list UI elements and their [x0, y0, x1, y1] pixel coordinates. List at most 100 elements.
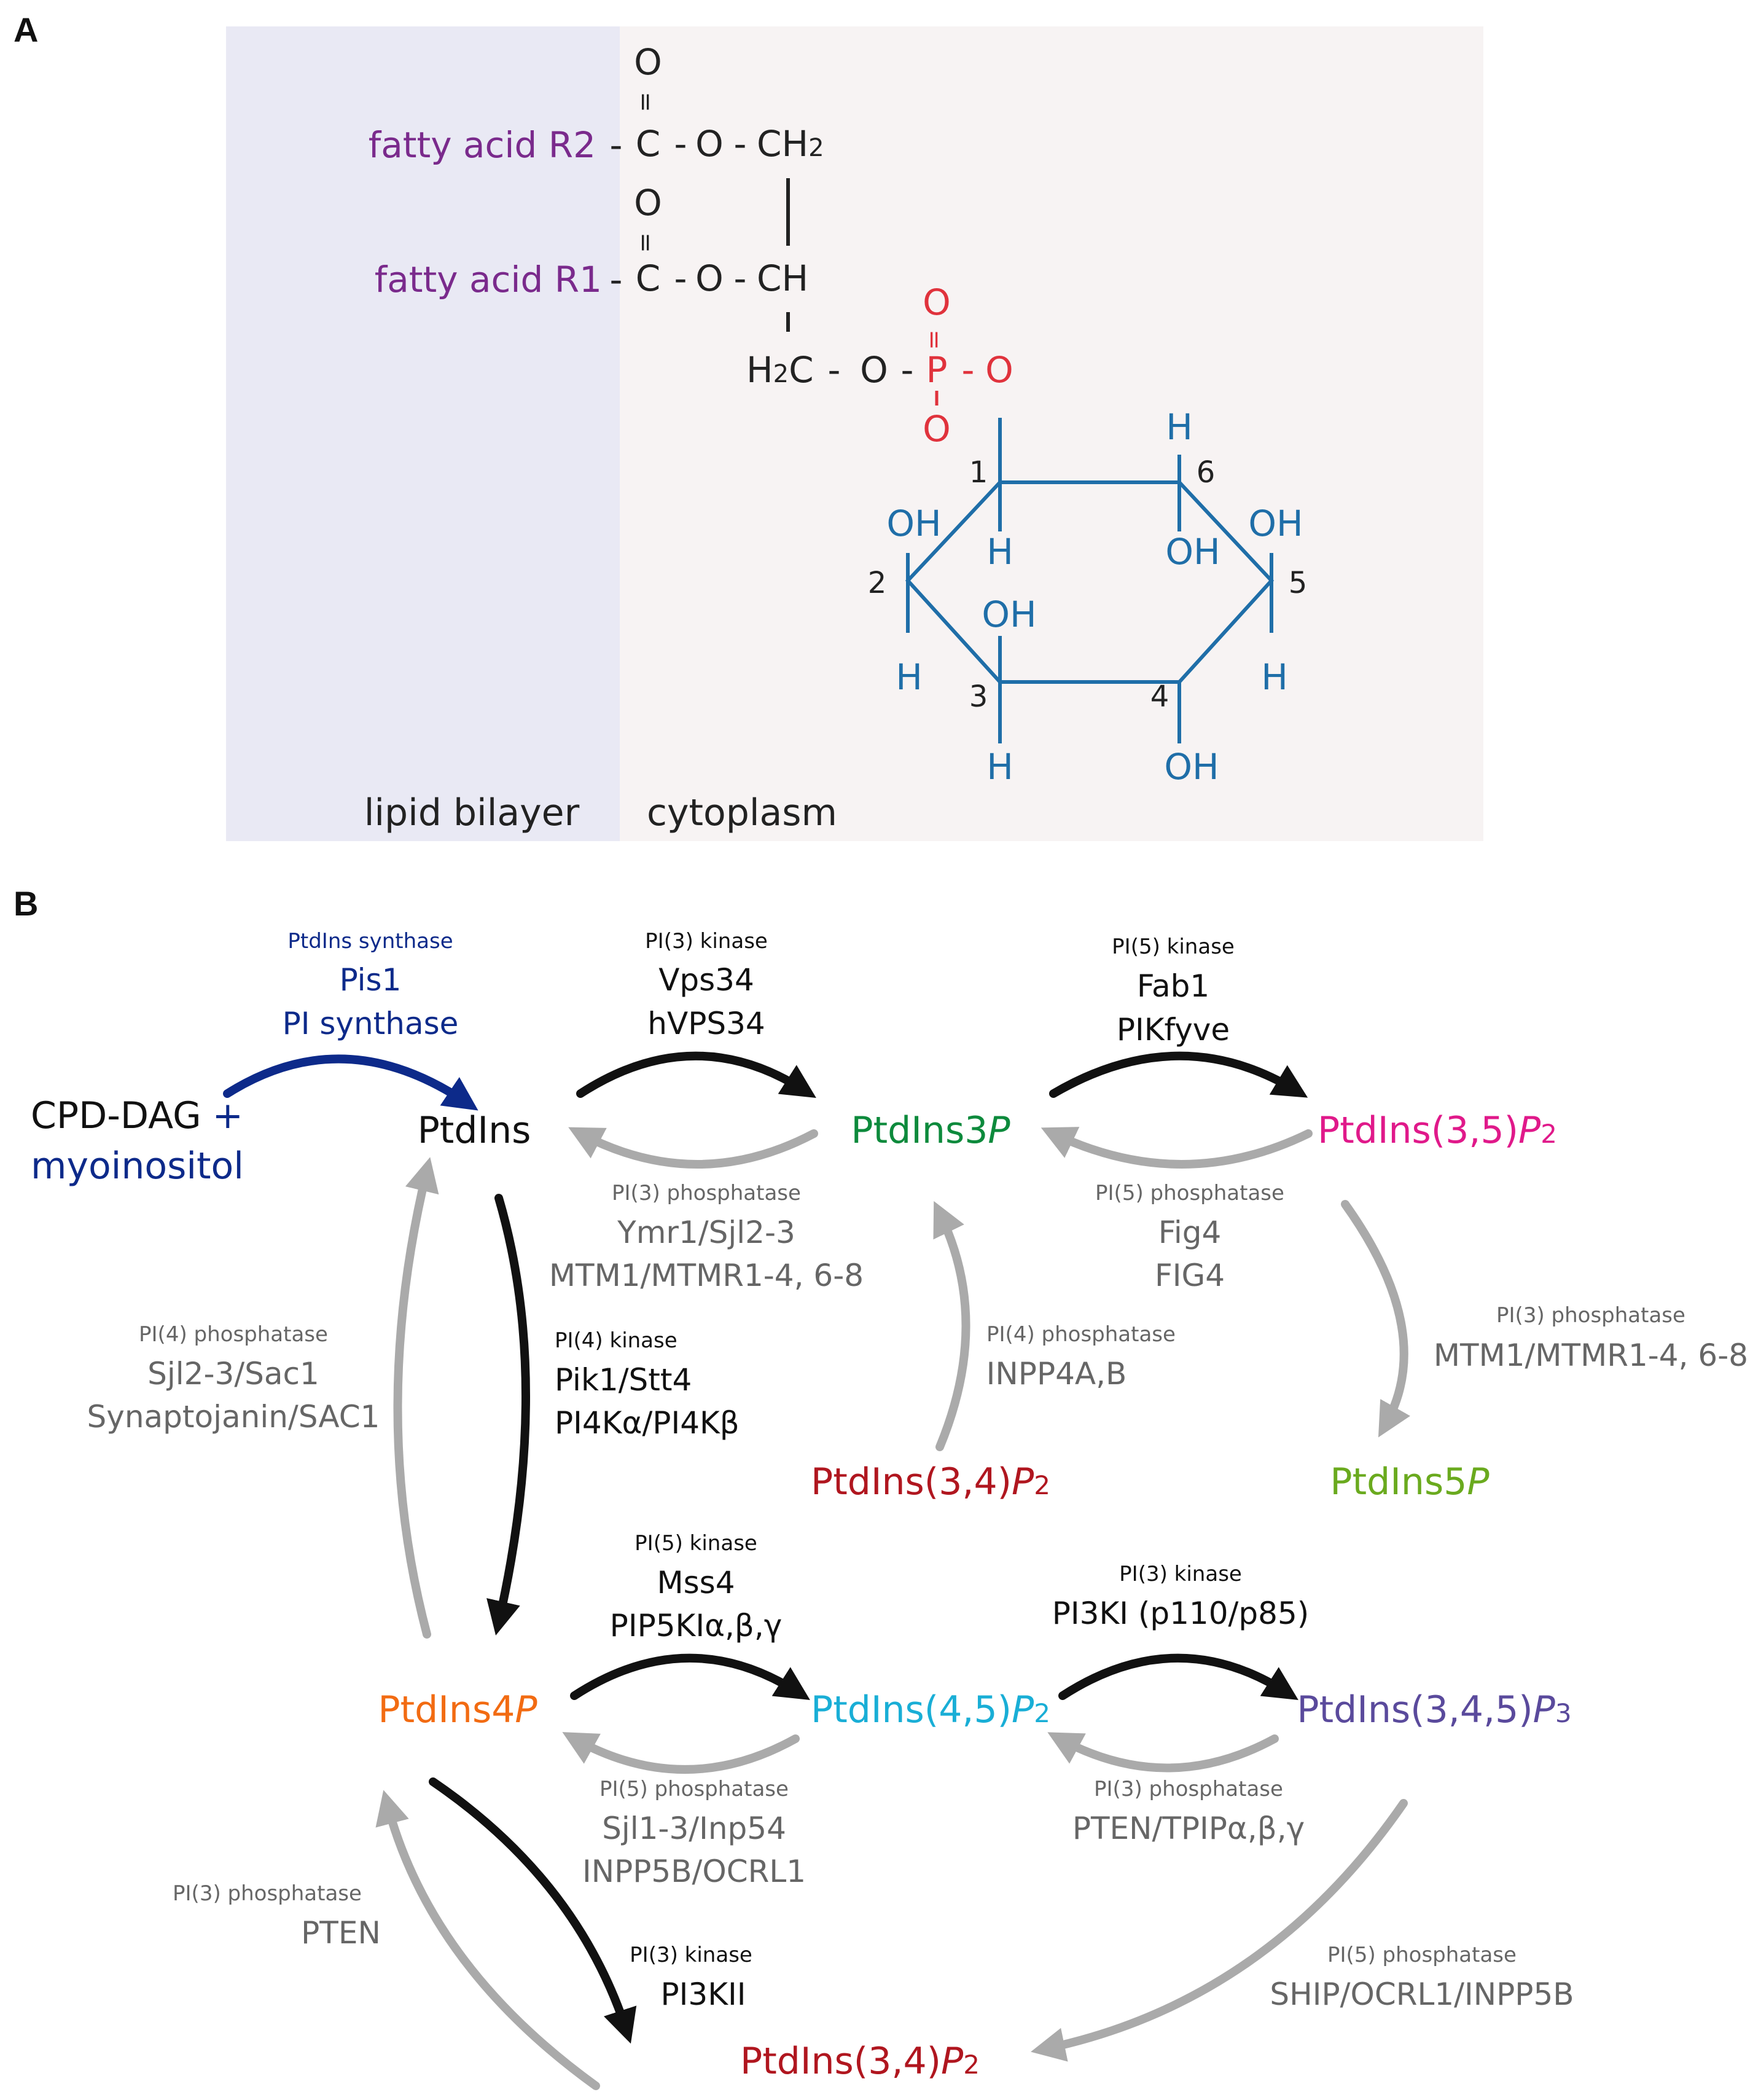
- cytoplasm-label: cytoplasm: [647, 791, 837, 834]
- bridge-oxygen: O: [860, 349, 888, 391]
- enzyme-pi5p-low: PI(5) phosphatase SHIP/OCRL1/INPP5B: [1270, 1943, 1574, 2012]
- enzyme-line: Synaptojanin/SAC1: [87, 1399, 380, 1435]
- enzyme-pi3p-mid: PI(3) phosphatase PTEN/TPIPα,β,γ: [1072, 1777, 1305, 1846]
- enzyme-pi3k-top: PI(3) kinase Vps34 hVPS34: [645, 929, 768, 1041]
- inositol-ring: [905, 418, 1275, 743]
- enzyme-line: Mss4: [657, 1565, 735, 1600]
- node-ptdins34p2-upper: PtdIns(3,4)P2: [811, 1460, 1050, 1503]
- ring-numbers: 1 2 3 4 5 6: [868, 455, 1308, 714]
- ester-oxygen-r2: O: [695, 123, 724, 165]
- node-ptdins34p2-lower: PtdIns(3,4)P2: [740, 2040, 980, 2083]
- carbon-r1: C: [636, 257, 661, 299]
- pi3-phosphatase-arrow-mid: [1047, 1732, 1279, 1773]
- enzyme-line: FIG4: [1155, 1258, 1225, 1293]
- enzyme-line: PTEN/TPIPα,β,γ: [1072, 1811, 1305, 1846]
- enzyme-title: PI(3) kinase: [645, 929, 768, 954]
- enzyme-pi5p-top: PI(5) phosphatase Fig4 FIG4: [1095, 1181, 1284, 1293]
- dash: -: [734, 123, 747, 165]
- c3-hydrogen: H: [986, 746, 1013, 788]
- enzyme-pi5p-mid: PI(5) phosphatase Sjl1-3/Inp54 INPP5B/OC…: [582, 1777, 806, 1889]
- pathway-arrows: [223, 1051, 1410, 2090]
- pi5-phosphatase-arrow-mid: [562, 1732, 800, 1774]
- phosphate-double-bond: =: [920, 329, 948, 350]
- panel-a-label: A: [14, 10, 38, 49]
- enzyme-pi5k-top: PI(5) kinase Fab1 PIKfyve: [1112, 934, 1235, 1048]
- enzyme-line: Fig4: [1158, 1215, 1222, 1250]
- dash: -: [674, 123, 687, 165]
- dash: -: [610, 124, 623, 166]
- enzyme-line: Ymr1/Sjl2-3: [617, 1215, 795, 1250]
- enzyme-title: PI(5) phosphatase: [1327, 1943, 1517, 1967]
- c4-hydroxyl: OH: [1164, 746, 1219, 788]
- node-ptdins345p3: PtdIns(3,4,5)P3: [1297, 1688, 1571, 1731]
- cytoplasm-region: [620, 26, 1483, 841]
- enzyme-labels: PtdIns synthase Pis1 PI synthase PI(3) k…: [87, 929, 1749, 2012]
- enzyme-title: PI(4) phosphatase: [139, 1322, 328, 1347]
- enzyme-line: Sjl2-3/Sac1: [147, 1356, 319, 1392]
- enzyme-line: PI synthase: [283, 1006, 459, 1041]
- enzyme-line: PI3KII: [661, 1977, 746, 2012]
- enzyme-pi4p-mid: PI(4) phosphatase INPP4A,B: [986, 1322, 1176, 1392]
- enzyme-line: PIP5KIα,β,γ: [610, 1608, 783, 1644]
- enzyme-line: SHIP/OCRL1/INPP5B: [1270, 1977, 1574, 2012]
- enzyme-pi5k-mid: PI(5) kinase Mss4 PIP5KIα,β,γ: [610, 1531, 783, 1644]
- enzyme-line: Pik1/Stt4: [555, 1362, 692, 1398]
- enzyme-title: PI(3) kinase: [630, 1943, 752, 1967]
- double-bond-r1: =: [631, 232, 660, 253]
- lipid-bilayer-label: lipid bilayer: [364, 791, 580, 834]
- c5-hydrogen: H: [1261, 656, 1288, 698]
- cpd-dag-label: CPD-DAG+: [31, 1094, 243, 1137]
- enzyme-pi3k-mid: PI(3) kinase PI3KI (p110/p85): [1052, 1562, 1310, 1631]
- enzyme-line: Fab1: [1137, 968, 1209, 1004]
- enzyme-line: MTM1/MTMR1-4, 6-8: [1434, 1338, 1748, 1373]
- dash: -: [962, 349, 975, 391]
- c2-hydrogen: H: [896, 656, 923, 698]
- node-ptdins: PtdIns: [418, 1109, 531, 1152]
- pi3-phosphatase-arrow-left: [375, 1790, 600, 2090]
- panel-a: O = O = C - O - CH2 C - O - CH H2C - O -…: [226, 26, 1483, 841]
- carbon-r2: C: [636, 123, 661, 165]
- panel-b: CPD-DAG+ myoinositol PtdIns PtdIns3P Ptd…: [31, 929, 1749, 2090]
- node-ptdins3p: PtdIns3P: [851, 1109, 1010, 1152]
- c1-hydrogen: H: [986, 531, 1013, 573]
- ch-group: CH: [757, 257, 808, 299]
- enzyme-line: Vps34: [658, 962, 754, 998]
- c3-hydroxyl: OH: [982, 594, 1036, 635]
- enzyme-line: Pis1: [340, 962, 402, 998]
- enzyme-title: PI(5) kinase: [1112, 934, 1235, 959]
- dash: -: [828, 349, 841, 391]
- ring-number-1: 1: [969, 455, 988, 490]
- fatty-acids: fatty acid R2 - fatty acid R1 -: [369, 124, 623, 300]
- enzyme-title: PI(5) phosphatase: [1095, 1181, 1284, 1205]
- enzyme-line: MTM1/MTMR1-4, 6-8: [549, 1258, 864, 1293]
- enzyme-line: PI4Kα/PI4Kβ: [555, 1405, 740, 1441]
- phosphate-group: O = P - O O: [920, 281, 1013, 450]
- c2-hydroxyl: OH: [886, 503, 941, 544]
- enzyme-line: hVPS34: [647, 1006, 765, 1041]
- enzyme-pi3k-low: PI(3) kinase PI3KII: [630, 1943, 752, 2012]
- pi4-phosphatase-arrow-mid: [933, 1201, 970, 1451]
- enzyme-line: INPP5B/OCRL1: [582, 1854, 806, 1889]
- enzyme-title: PI(3) phosphatase: [612, 1181, 801, 1205]
- ring-number-4: 4: [1150, 680, 1169, 714]
- node-ptdins5p: PtdIns5P: [1330, 1460, 1490, 1503]
- enzyme-synthase: PtdIns synthase Pis1 PI synthase: [283, 929, 459, 1041]
- ch2-group: CH2: [757, 123, 824, 165]
- enzyme-title: PI(3) kinase: [1119, 1562, 1242, 1586]
- pi3-kinase-arrow-mid: [1058, 1653, 1298, 1701]
- pi3-kinase-arrow-low: [429, 1777, 637, 2044]
- dash: -: [674, 257, 687, 299]
- enzyme-line: PTEN: [301, 1915, 381, 1951]
- enzyme-title: PI(4) kinase: [555, 1328, 677, 1353]
- c5-hydroxyl: OH: [1248, 503, 1303, 544]
- c6-hydrogen: H: [1166, 406, 1193, 448]
- node-ptdins45p2: PtdIns(4,5)P2: [811, 1688, 1050, 1731]
- enzyme-title: PI(3) phosphatase: [1094, 1777, 1283, 1801]
- phosphate-oxygen-top: O: [923, 281, 951, 323]
- enzyme-pi3p-top: PI(3) phosphatase Ymr1/Sjl2-3 MTM1/MTMR1…: [549, 1181, 864, 1293]
- fatty-acid-r1-label: fatty acid R1: [375, 259, 602, 300]
- enzyme-title: PI(4) phosphatase: [986, 1322, 1176, 1347]
- phosphate-oxygen-bottom: O: [923, 408, 951, 450]
- glycerol-backbone: O = O = C - O - CH2 C - O - CH H2C - O -: [631, 41, 913, 391]
